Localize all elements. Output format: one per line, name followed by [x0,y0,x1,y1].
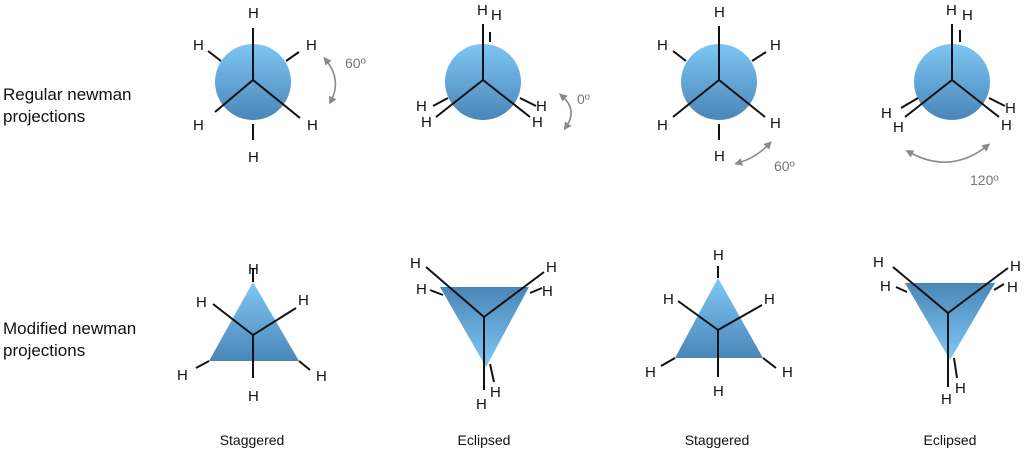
h-atom: H [1005,100,1016,117]
h-atom: H [416,281,427,298]
h-atom: H [873,254,884,271]
h-atom: H [536,98,547,115]
caption-staggered-2: Staggered [684,432,750,448]
h-atom: H [881,105,892,122]
h-atom: H [1007,279,1018,296]
h-atom: H [657,37,668,54]
rotation-arrow-icon [734,141,772,166]
h-atom: H [248,388,259,405]
h-atom: H [770,115,781,132]
h-atom: H [196,294,207,311]
h-atom: H [476,396,487,413]
h-atom: H [714,4,725,21]
h-atom: H [663,291,674,308]
h-atom: H [193,117,204,134]
regular-staggered-2: H H H H H H 60º [657,4,795,174]
bonds [660,266,777,377]
bonds [900,24,1006,118]
rotation-arrow-icon [558,93,572,131]
dihedral-angle: 0º [577,91,590,107]
h-atom: H [542,283,553,300]
caption-eclipsed-2: Eclipsed [923,432,977,448]
bonds [432,24,537,118]
regular-eclipsed-1: H H H H H H 0º [416,2,590,131]
bonds [425,266,545,390]
rear-carbon-triangle [209,282,299,361]
rear-carbon-circle [681,44,757,120]
h-atom: H [714,148,725,165]
h-atom: H [416,98,427,115]
h-atom: H [657,117,668,134]
h-atom: H [645,364,656,381]
h-atom: H [307,117,318,134]
dihedral-angle: 60º [345,55,366,71]
bonds [672,26,767,140]
h-atom: H [1010,258,1021,275]
h-atom: H [941,391,952,408]
h-atom: H [782,364,793,381]
h-atom: H [1001,117,1012,134]
caption-staggered-1: Staggered [219,432,285,448]
h-atom: H [316,368,327,385]
regular-staggered-1: H H H H H H 60º [193,5,366,166]
rear-carbon-triangle [675,278,763,358]
h-atom: H [306,37,317,54]
regular-eclipsed-2: H H H H H H 120º [881,2,1016,188]
regular-newman-label: Regular newman projections [3,84,132,128]
h-atom: H [764,291,775,308]
rotation-arrow-icon [323,56,337,105]
modified-staggered-1: H H H H H H [177,261,327,405]
rear-carbon-triangle [905,283,995,360]
h-atom: H [893,119,904,136]
h-atom: H [770,37,781,54]
h-atom: H [962,7,973,24]
h-atom: H [532,114,543,131]
modified-eclipsed-1: H H H H H H [410,255,557,413]
bonds [195,268,311,378]
h-atom: H [546,259,557,276]
bonds [207,28,301,140]
h-atom: H [491,7,502,24]
rear-carbon-circle [914,44,990,120]
caption-eclipsed-1: Eclipsed [457,432,511,448]
dihedral-angle: 120º [970,172,998,188]
h-atom: H [193,37,204,54]
h-atom: H [421,114,432,131]
modified-label-line1: Modified newman [3,319,137,338]
h-atom: H [177,367,188,384]
h-atom: H [955,380,966,397]
modified-staggered-2: H H H H H H [645,247,793,400]
rear-carbon-circle [215,44,291,120]
h-atom: H [298,292,309,309]
regular-label-line2: projections [3,107,86,126]
h-atom: H [880,278,891,295]
h-atom: H [946,2,957,19]
h-atom: H [248,261,259,278]
modified-label-line2: projections [3,341,86,360]
rotation-arrow-icon [905,143,991,163]
modified-eclipsed-2: H H H H H H [873,254,1021,408]
h-atom: H [490,384,501,401]
h-atom: H [248,5,259,22]
h-atom: H [713,247,724,264]
rear-carbon-circle [445,44,521,120]
bonds [892,266,1009,387]
h-atom: H [248,149,259,166]
h-atom: H [713,383,724,400]
regular-label-line1: Regular newman [3,85,132,104]
h-atom: H [410,255,421,272]
dihedral-angle: 60º [774,158,795,174]
modified-newman-label: Modified newman projections [3,318,136,362]
h-atom: H [477,2,488,19]
